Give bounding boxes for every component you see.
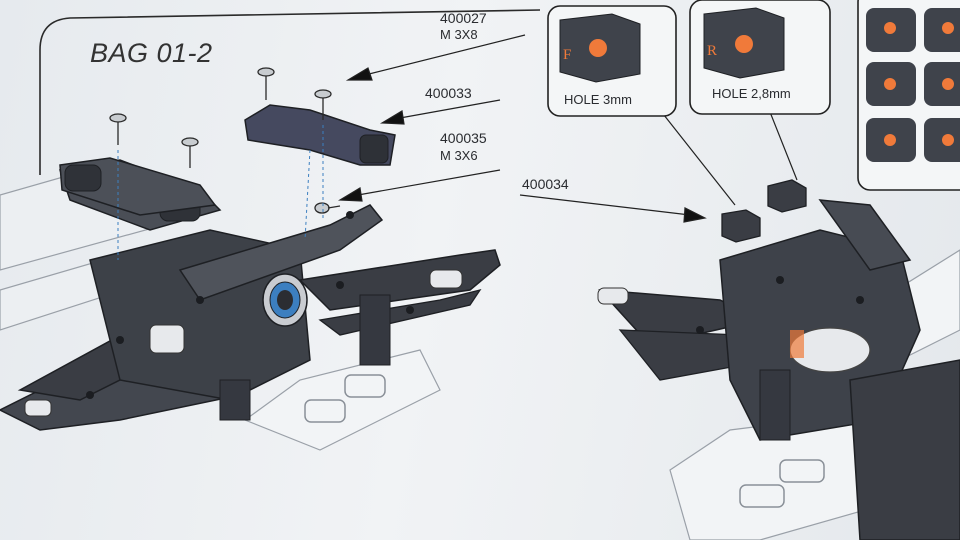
insert-parts-400034 bbox=[721, 179, 807, 243]
insert-bubble-front bbox=[547, 5, 677, 117]
part-number-400027: 400027 bbox=[440, 10, 487, 26]
bag-title: BAG 01-2 bbox=[90, 38, 213, 68]
insert-bubble-options bbox=[857, 0, 960, 191]
part-size-400035: M 3X6 bbox=[440, 148, 478, 163]
step-frame-border bbox=[39, 9, 541, 175]
left-assembly bbox=[0, 159, 501, 431]
screws bbox=[109, 67, 341, 214]
part-number-400033: 400033 bbox=[425, 85, 472, 101]
part-number-400035: 400035 bbox=[440, 130, 487, 146]
right-assembly bbox=[597, 199, 960, 540]
part-number-400034: 400034 bbox=[522, 176, 569, 192]
part-holder-left bbox=[59, 157, 217, 216]
install-guides bbox=[117, 125, 324, 260]
callout-leaders bbox=[337, 34, 798, 223]
insert-letter-rear: R bbox=[707, 43, 718, 59]
insert-label-front: HOLE 3mm bbox=[564, 92, 632, 107]
insert-label-rear: HOLE 2,8mm bbox=[712, 86, 791, 101]
insert-letter-front: F bbox=[563, 47, 572, 63]
insert-bubble-rear bbox=[689, 0, 831, 115]
part-400033 bbox=[244, 104, 396, 166]
part-size-400027: M 3X8 bbox=[440, 27, 478, 42]
plate-cutouts bbox=[304, 374, 825, 508]
